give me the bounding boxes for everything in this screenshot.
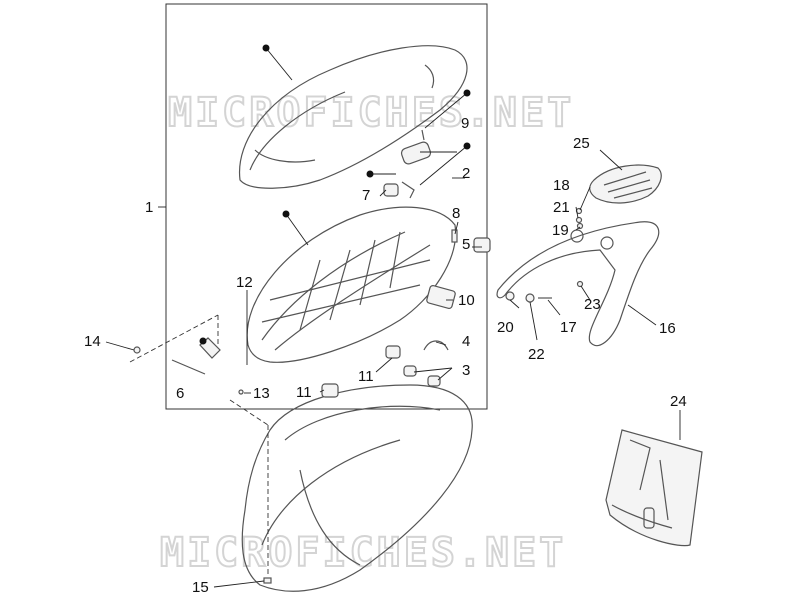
callout-14: 14 [84, 333, 101, 350]
callout-24: 24 [670, 393, 687, 410]
hardware-parts [133, 129, 491, 584]
callout-6: 6 [176, 385, 184, 402]
callout-11-a: 11 [358, 368, 374, 385]
callout-18: 18 [553, 177, 570, 194]
callout-3: 3 [462, 362, 470, 379]
part-21-washer [575, 216, 583, 224]
callout-11-b: 11 [296, 384, 312, 401]
part-19-nut [576, 222, 584, 230]
part-9-latch [400, 141, 432, 165]
part-10-actuator [426, 285, 456, 309]
callout-10: 10 [458, 292, 475, 309]
part-9-pin [421, 129, 425, 141]
bullet-dots [199, 44, 471, 345]
tool-handle [643, 507, 655, 529]
watermark-bottom: MICROFICHES.NET [160, 530, 566, 576]
part-3-bumper-b [427, 375, 441, 387]
part-11-buffer-b [321, 383, 339, 398]
callouts: 1 2 3 4 5 6 7 8 9 10 11 11 12 13 14 15 1… [84, 115, 687, 596]
rack-hole-left [570, 229, 584, 243]
part-22-washer [525, 293, 535, 303]
part-14-screw [133, 346, 141, 354]
part-2-bracket [401, 181, 415, 199]
storage-compartment [241, 384, 473, 592]
part-8-pin [451, 229, 458, 243]
backrest-pad [589, 164, 662, 204]
part-15-clip [263, 577, 272, 584]
part-3-bumper-a [403, 365, 417, 377]
callout-21: 21 [553, 199, 570, 216]
callout-8: 8 [452, 205, 460, 222]
callout-13: 13 [253, 385, 270, 402]
callout-23: 23 [584, 296, 601, 313]
callout-20: 20 [497, 319, 514, 336]
seat-pan [246, 206, 457, 363]
callout-19: 19 [552, 222, 569, 239]
leader-lines [105, 47, 681, 588]
part-6-rod [171, 359, 206, 375]
assembly-frame [165, 3, 488, 410]
callout-4: 4 [462, 333, 470, 350]
callout-5: 5 [462, 236, 470, 253]
callout-17: 17 [560, 319, 577, 336]
seat-cushion [238, 45, 468, 189]
watermark-top: MICROFICHES.NET [168, 90, 574, 136]
rack-hole-right [600, 236, 614, 250]
part-7-bushing [383, 183, 399, 197]
part-20-washer [505, 291, 515, 301]
callout-16: 16 [659, 320, 676, 337]
part-23-screw [576, 280, 584, 288]
tool-kit [605, 429, 703, 547]
callout-1: 1 [145, 199, 153, 216]
callout-2: 2 [462, 165, 470, 182]
callout-25: 25 [573, 135, 590, 152]
part-11-buffer-a [385, 345, 401, 359]
part-13-screw [238, 389, 244, 395]
callout-22: 22 [528, 346, 545, 363]
callout-9: 9 [461, 115, 469, 132]
part-4-cable [423, 340, 449, 351]
callout-15: 15 [192, 579, 209, 596]
part-5-lock [473, 237, 491, 253]
callout-12: 12 [236, 274, 253, 291]
callout-7: 7 [362, 187, 370, 204]
